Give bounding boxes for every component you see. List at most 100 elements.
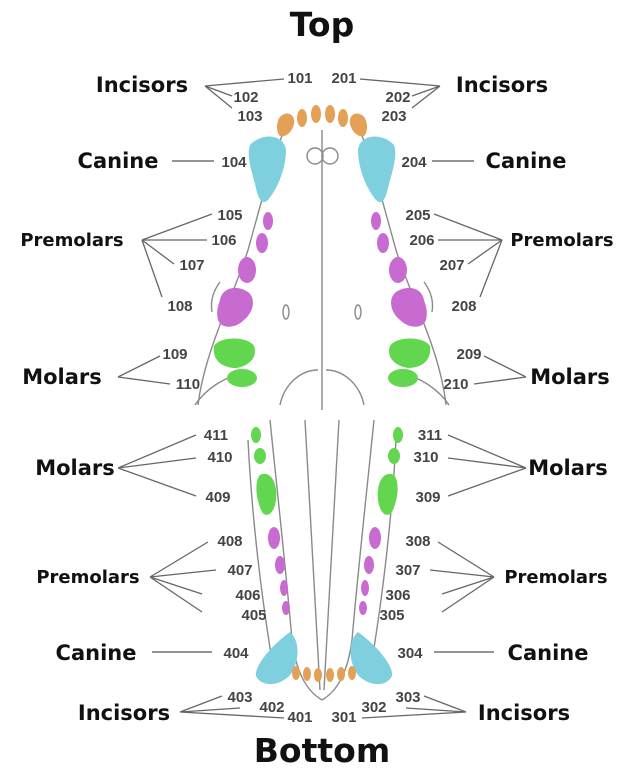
tooth-208[interactable]	[391, 288, 427, 327]
num-103: 103	[237, 108, 262, 125]
title-top: Top	[290, 5, 354, 44]
title-bottom: Bottom	[254, 731, 390, 769]
num-107: 107	[179, 257, 204, 274]
upper-left-molars	[388, 339, 430, 388]
tooth-101[interactable]	[311, 105, 321, 123]
tooth-104[interactable]	[249, 136, 286, 202]
tooth-404[interactable]	[256, 632, 298, 684]
num-104: 104	[221, 154, 247, 171]
num-405: 405	[241, 607, 266, 624]
num-108: 108	[167, 298, 192, 315]
tooth-306[interactable]	[361, 580, 369, 596]
num-411: 411	[204, 427, 228, 444]
label-molars-lower-left: Molars	[528, 456, 608, 480]
tooth-201[interactable]	[325, 105, 335, 123]
num-209: 209	[456, 346, 481, 363]
num-203: 203	[381, 108, 406, 125]
tooth-311[interactable]	[393, 427, 403, 443]
label-incisors-lower-right: Incisors	[78, 701, 170, 725]
tooth-207[interactable]	[389, 257, 407, 283]
tooth-310[interactable]	[388, 448, 400, 464]
label-canine-lower-right: Canine	[56, 641, 137, 665]
tooth-309[interactable]	[378, 474, 398, 515]
tooth-102[interactable]	[297, 109, 307, 127]
upper-left-premolars	[371, 212, 427, 327]
tooth-210[interactable]	[388, 369, 418, 387]
tooth-407[interactable]	[275, 556, 285, 574]
tooth-410[interactable]	[254, 448, 266, 464]
tooth-203[interactable]	[350, 113, 367, 136]
label-incisors-lower-left: Incisors	[478, 701, 570, 725]
label-canine-lower-left: Canine	[508, 641, 589, 665]
num-401: 401	[287, 709, 312, 726]
num-303: 303	[395, 689, 420, 706]
num-305: 305	[379, 607, 404, 624]
tooth-103[interactable]	[277, 113, 294, 136]
tooth-411[interactable]	[251, 427, 261, 443]
num-205: 205	[405, 207, 430, 224]
tooth-109[interactable]	[214, 339, 255, 369]
tooth-105[interactable]	[263, 212, 273, 230]
num-207: 207	[439, 257, 464, 274]
tooth-305[interactable]	[359, 601, 367, 615]
num-304: 304	[397, 645, 423, 662]
num-310: 310	[413, 449, 438, 466]
tooth-409[interactable]	[256, 474, 276, 515]
num-408: 408	[217, 533, 242, 550]
tooth-110[interactable]	[227, 369, 257, 387]
num-307: 307	[395, 562, 420, 579]
num-410: 410	[207, 449, 232, 466]
tooth-206[interactable]	[377, 233, 389, 253]
num-409: 409	[205, 489, 230, 506]
label-premolars-upper-right: Premolars	[20, 230, 123, 251]
label-premolars-lower-left: Premolars	[504, 567, 607, 588]
num-407: 407	[227, 562, 252, 579]
num-402: 402	[259, 699, 284, 716]
tooth-209[interactable]	[389, 339, 430, 369]
num-105: 105	[217, 207, 242, 224]
num-208: 208	[451, 298, 476, 315]
num-306: 306	[385, 587, 410, 604]
lower-left-molars	[378, 427, 403, 515]
num-404: 404	[223, 645, 249, 662]
num-102: 102	[233, 89, 258, 106]
tooth-401[interactable]	[314, 668, 322, 682]
num-109: 109	[162, 346, 187, 363]
tooth-307[interactable]	[364, 556, 374, 574]
tooth-302[interactable]	[337, 667, 345, 681]
num-406: 406	[235, 587, 260, 604]
tooth-204[interactable]	[358, 136, 395, 202]
tooth-108[interactable]	[217, 288, 253, 327]
num-302: 302	[361, 699, 386, 716]
label-canine-upper-right: Canine	[78, 149, 159, 173]
tooth-405[interactable]	[282, 601, 290, 615]
num-110: 110	[176, 376, 200, 393]
num-311: 311	[418, 427, 442, 444]
tooth-106[interactable]	[256, 233, 268, 253]
upper-right-molars	[214, 339, 257, 388]
label-molars-upper-right: Molars	[22, 365, 102, 389]
tooth-403[interactable]	[292, 666, 300, 680]
lower-right-premolars	[268, 527, 290, 615]
tooth-202[interactable]	[338, 109, 348, 127]
num-106: 106	[211, 232, 236, 249]
tooth-402[interactable]	[303, 667, 311, 681]
label-incisors-upper-left: Incisors	[456, 73, 548, 97]
tooth-303[interactable]	[348, 666, 356, 680]
num-101: 101	[287, 70, 312, 87]
tooth-408[interactable]	[268, 527, 280, 549]
tooth-406[interactable]	[280, 580, 288, 596]
num-206: 206	[409, 232, 434, 249]
tooth-205[interactable]	[371, 212, 381, 230]
num-204: 204	[401, 154, 427, 171]
tooth-107[interactable]	[238, 257, 256, 283]
num-210: 210	[443, 376, 468, 393]
tooth-308[interactable]	[369, 527, 381, 549]
tooth-304[interactable]	[351, 632, 393, 684]
tooth-301[interactable]	[326, 668, 334, 682]
num-308: 308	[405, 533, 430, 550]
label-molars-lower-right: Molars	[35, 456, 115, 480]
num-202: 202	[385, 89, 410, 106]
